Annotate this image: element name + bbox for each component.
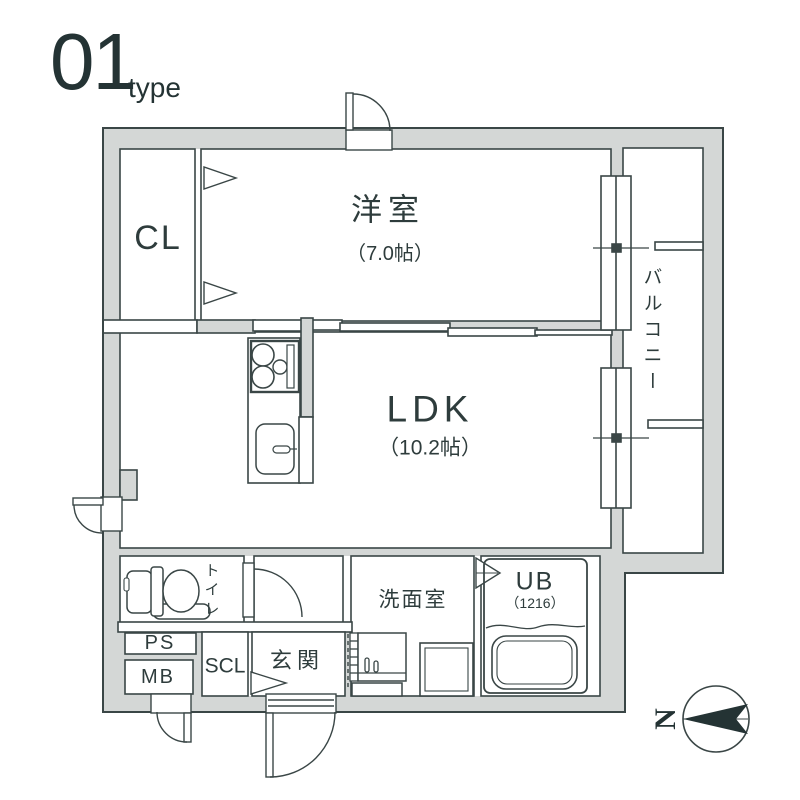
hall-area <box>253 555 344 624</box>
door-top <box>345 92 393 151</box>
north-arrow <box>683 704 748 734</box>
western-room-area <box>200 148 612 322</box>
burner <box>251 343 275 367</box>
vanity-faucet <box>373 660 379 673</box>
label-unit-bath-size: （1216） <box>505 595 565 611</box>
label-shoe-closet: SCL <box>204 654 246 678</box>
ps-box <box>124 632 197 655</box>
label-toilet: トイレ <box>202 562 220 620</box>
label-ldk-size: （10.2帖） <box>378 436 482 460</box>
label-balcony: バルコニー <box>640 267 662 397</box>
left-wall-stub <box>119 469 138 501</box>
shoe-closet-door-arrow <box>250 671 289 695</box>
bathtub <box>491 635 578 690</box>
burner <box>251 365 275 389</box>
label-western-room: 洋室 <box>351 192 425 228</box>
vanity-front <box>351 682 403 697</box>
label-washroom: 洗面室 <box>378 588 448 612</box>
bath-module-outline <box>483 558 588 694</box>
burner <box>272 359 288 375</box>
toilet-fixture <box>123 566 211 620</box>
wall-core <box>102 319 198 334</box>
label-unit-bath: UB <box>515 567 555 596</box>
entrance-top-wall <box>117 621 353 633</box>
toilet-seat <box>150 566 164 617</box>
washroom-fixtures <box>349 632 474 697</box>
kitchen-side-panel <box>298 416 314 484</box>
doors <box>72 92 502 778</box>
balcony-partition-rail <box>647 419 704 429</box>
outer-wall-outline <box>102 127 724 713</box>
sliding-door-panel <box>534 329 613 336</box>
label-pipe-space: PS <box>144 632 176 654</box>
kitchen-wall-stub <box>300 317 314 418</box>
unit-bath <box>483 558 588 694</box>
wall-core <box>252 319 303 332</box>
ldk-area <box>119 331 612 549</box>
sliding-door-panel <box>339 322 451 332</box>
balcony-area <box>622 147 704 554</box>
bath-counter-edge <box>485 624 586 630</box>
kitchen <box>247 337 314 484</box>
faucet <box>272 445 291 454</box>
compass: N <box>649 685 750 753</box>
rooms <box>102 147 704 697</box>
door-entrance <box>265 693 337 778</box>
toilet-tank <box>126 570 153 614</box>
toilet-bowl <box>162 569 200 613</box>
plan-type-suffix: type <box>128 72 181 103</box>
plan-type-number: 01 <box>50 17 137 106</box>
washbasin-vanity <box>357 632 407 682</box>
closet-door-arrow <box>203 281 239 305</box>
label-closet: CL <box>134 219 182 257</box>
north-label: N <box>649 708 682 730</box>
grill <box>286 344 295 389</box>
mb-box <box>124 659 194 695</box>
balcony-windows <box>593 175 704 509</box>
wall-gray-seg <box>196 319 256 334</box>
label-meter-box: MB <box>141 666 175 688</box>
bath-folding-door <box>475 556 502 590</box>
label-entrance: 玄関 <box>269 648 325 673</box>
shoe-closet-area <box>201 631 249 697</box>
wall-core <box>310 319 343 331</box>
sliding-door-panel <box>447 327 538 337</box>
closet-area <box>119 148 196 322</box>
balcony-partition-rail <box>654 241 704 251</box>
door-toilet <box>242 562 303 618</box>
vanity-faucet <box>364 657 370 673</box>
door-meter-box <box>150 693 192 743</box>
label-ldk: LDK <box>386 388 474 430</box>
door-left <box>72 496 123 534</box>
label-western-room-size: （7.0帖） <box>346 243 434 265</box>
closet-door-arrow <box>203 166 239 190</box>
